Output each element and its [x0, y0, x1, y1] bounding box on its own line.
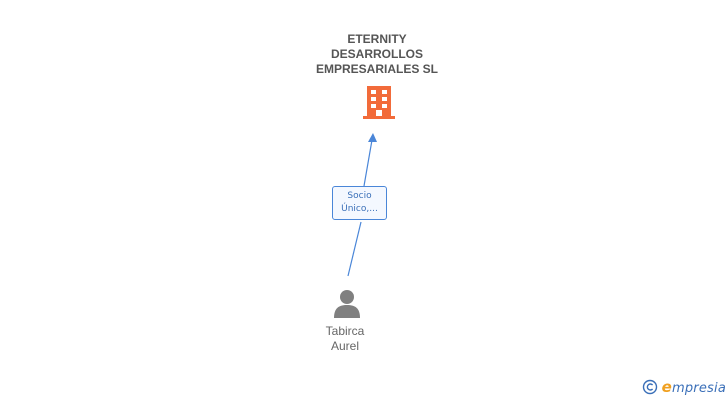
relation-label-line: Socio — [347, 191, 372, 201]
company-name-line: ETERNITY — [347, 32, 407, 46]
company-name-line: DESARROLLOS — [330, 47, 423, 61]
person-name-line: Tabirca — [325, 324, 365, 338]
edge-upper-segment — [363, 139, 373, 187]
arrowhead-icon — [368, 133, 377, 142]
relation-label-line: Único,... — [341, 204, 378, 214]
brand-logo-rest: mpresia — [671, 381, 726, 396]
relation-label-box[interactable]: Socio Único,... — [332, 186, 387, 220]
building-icon[interactable] — [362, 84, 396, 120]
copyright-icon — [642, 379, 657, 395]
brand-logo-initial: e — [661, 378, 672, 396]
edge-lower-segment — [347, 221, 362, 277]
brand-logo: empresia — [662, 378, 726, 396]
person-name[interactable]: Tabirca Aurel — [305, 324, 385, 354]
brand-watermark[interactable]: empresia — [642, 378, 726, 396]
company-name-line: EMPRESARIALES SL — [315, 62, 438, 76]
company-name[interactable]: ETERNITY DESARROLLOS EMPRESARIALES SL — [300, 32, 454, 77]
person-icon[interactable] — [333, 289, 361, 319]
person-name-line: Aurel — [330, 339, 359, 353]
